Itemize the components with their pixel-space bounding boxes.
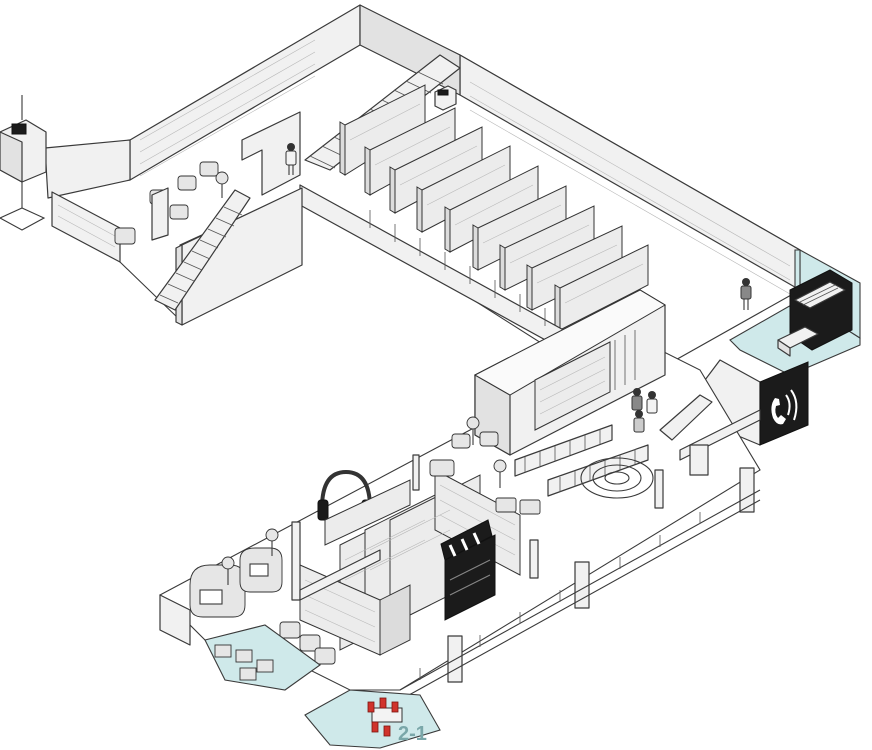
meeting-table-red bbox=[367, 697, 403, 737]
wall-shelving-upper-left bbox=[139, 39, 316, 177]
people-group bbox=[631, 388, 658, 433]
upper-bookshelf-rows bbox=[339, 84, 649, 331]
wall-shelving-upper-right bbox=[469, 81, 791, 295]
front-railing bbox=[399, 489, 761, 701]
upper-doorway bbox=[241, 111, 301, 196]
staircase-left bbox=[154, 189, 251, 311]
lower-wall-mid bbox=[299, 549, 381, 601]
central-display-structure bbox=[473, 289, 666, 456]
target-circle bbox=[580, 457, 654, 499]
lower-wall-left bbox=[291, 521, 301, 601]
study-tables-teal bbox=[214, 644, 274, 681]
teal-zone-left bbox=[204, 624, 321, 691]
entrance-stair bbox=[659, 394, 761, 476]
upper-corridor-wall bbox=[44, 139, 131, 199]
person-figure-piano bbox=[740, 278, 752, 310]
person-figure-upper bbox=[285, 143, 297, 175]
upper-floor bbox=[0, 4, 801, 393]
clapperboard-icon bbox=[440, 519, 496, 621]
lower-floor: 2-1 bbox=[159, 289, 761, 749]
phone-icon bbox=[771, 389, 798, 425]
phone-panel bbox=[759, 361, 809, 446]
zone-label-2-1: 2-1 bbox=[398, 723, 427, 745]
armchairs-center bbox=[429, 416, 541, 515]
elevator-icon bbox=[0, 95, 47, 231]
printer-icon bbox=[434, 85, 457, 111]
lower-lounge-seating bbox=[159, 528, 336, 665]
upper-lounge-seating bbox=[51, 161, 229, 263]
piano-room bbox=[729, 249, 861, 376]
piano-icon bbox=[777, 269, 853, 357]
